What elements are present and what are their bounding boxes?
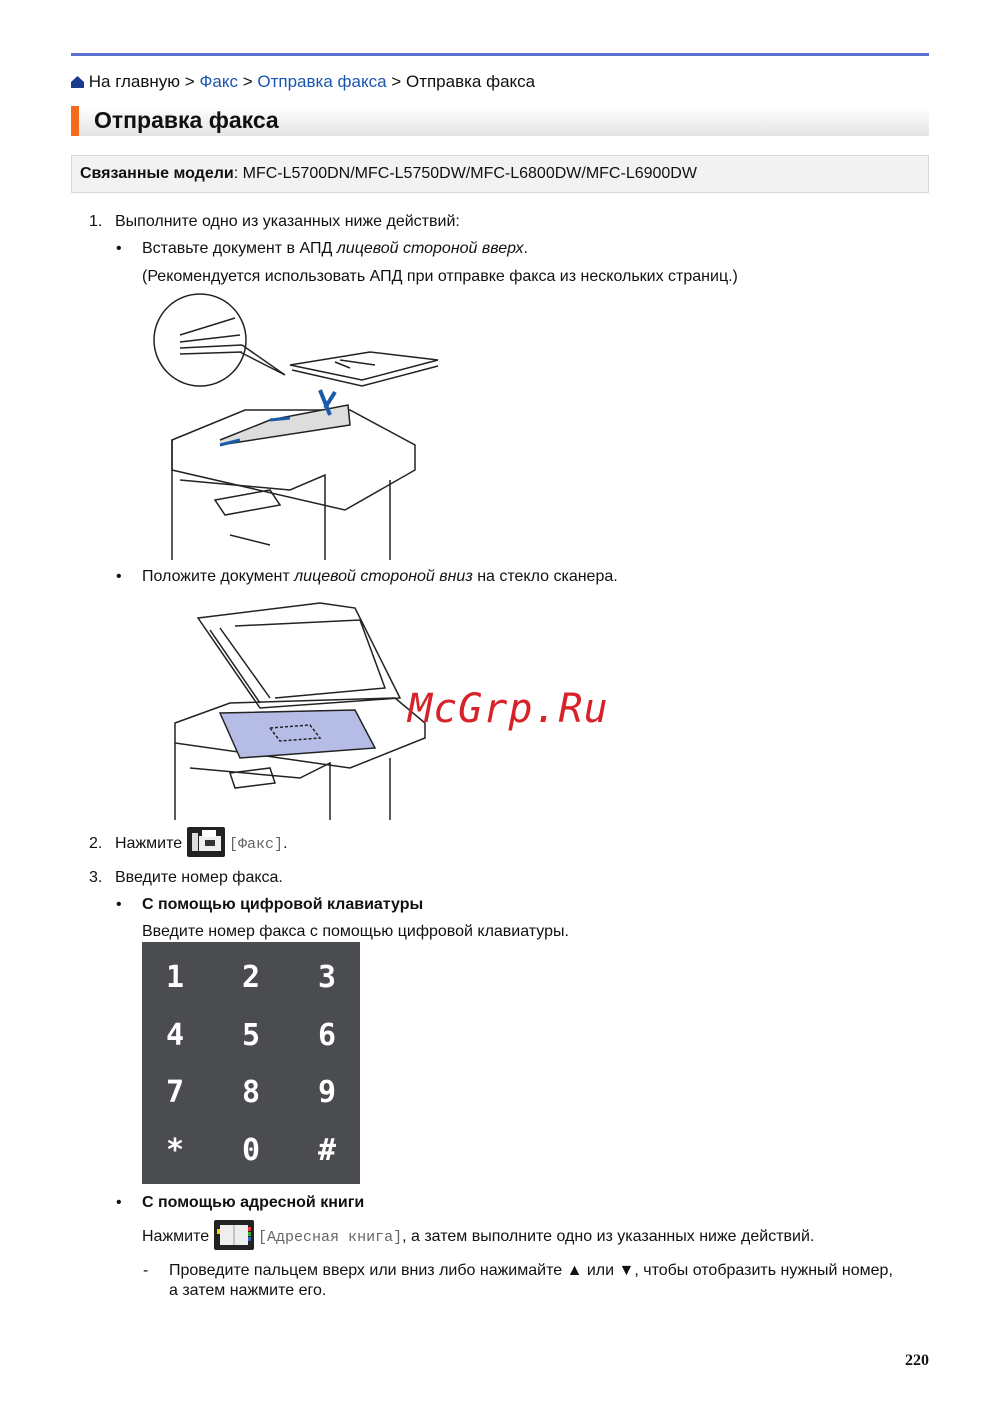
step2-line: Нажмите [Факс]. bbox=[115, 827, 288, 859]
breadcrumb-fax[interactable]: Факс bbox=[199, 72, 238, 91]
address-book-icon bbox=[213, 1220, 254, 1250]
breadcrumb-home[interactable]: На главную bbox=[88, 72, 181, 91]
fax-key-label: [Факс] bbox=[229, 836, 284, 854]
breadcrumb-send-fax[interactable]: Отправка факса bbox=[257, 72, 387, 91]
scanner-glass-illustration bbox=[174, 602, 426, 820]
key-star[interactable]: * bbox=[165, 1133, 185, 1168]
top-rule bbox=[71, 53, 929, 56]
address-book-line: Нажмите [Адресная книга], а затем выполн… bbox=[142, 1220, 814, 1252]
key-8[interactable]: 8 bbox=[241, 1075, 261, 1110]
breadcrumb-separator: > bbox=[242, 72, 253, 91]
title-bar bbox=[71, 106, 929, 136]
key-6[interactable]: 6 bbox=[317, 1018, 337, 1053]
step1-bullet2: Положите документ лицевой стороной вниз … bbox=[142, 568, 618, 585]
key-hash[interactable]: # bbox=[317, 1133, 337, 1168]
key-9[interactable]: 9 bbox=[317, 1075, 337, 1110]
related-models-box: Связанные модели: MFC-L5700DN/MFC-L5750D… bbox=[71, 155, 929, 193]
step3-text: Введите номер факса. bbox=[115, 869, 283, 886]
step2-number: 2. bbox=[89, 835, 103, 852]
models-colon: : bbox=[233, 165, 239, 182]
key-0[interactable]: 0 bbox=[241, 1133, 261, 1168]
step3-number: 3. bbox=[89, 869, 103, 886]
breadcrumb: На главную > Факс > Отправка факса > Отп… bbox=[71, 72, 535, 92]
key-1[interactable]: 1 bbox=[165, 960, 185, 995]
step1-bullet1-note: (Рекомендуется использовать АПД при отпр… bbox=[142, 268, 738, 285]
key-7[interactable]: 7 bbox=[165, 1075, 185, 1110]
page-title: Отправка факса bbox=[94, 107, 279, 133]
key-2[interactable]: 2 bbox=[241, 960, 261, 995]
dial-pad-heading: С помощью цифровой клавиатуры bbox=[142, 896, 424, 913]
watermark: McGrp.Ru bbox=[408, 686, 609, 732]
key-5[interactable]: 5 bbox=[241, 1018, 261, 1053]
models-label: Связанные модели bbox=[80, 165, 234, 182]
address-book-key-label: [Адресная книга] bbox=[258, 1229, 403, 1247]
dash: - bbox=[143, 1262, 149, 1279]
models-value: MFC-L5700DN/MFC-L5750DW/MFC-L6800DW/MFC-… bbox=[242, 165, 697, 182]
bullet: • bbox=[116, 568, 122, 585]
home-icon bbox=[71, 76, 84, 88]
address-book-heading: С помощью адресной книги bbox=[142, 1194, 365, 1211]
breadcrumb-separator: > bbox=[391, 72, 402, 91]
adf-illustration bbox=[153, 293, 439, 560]
dial-pad: 1 2 3 4 5 6 7 8 9 * 0 # bbox=[142, 942, 360, 1184]
scroll-instruction-line1: Проведите пальцем вверх или вниз либо на… bbox=[169, 1262, 893, 1279]
key-4[interactable]: 4 bbox=[165, 1018, 185, 1053]
bullet: • bbox=[116, 1194, 122, 1211]
title-accent bbox=[71, 106, 79, 136]
bullet: • bbox=[116, 240, 122, 257]
scroll-instruction-line2: а затем нажмите его. bbox=[169, 1282, 327, 1299]
key-3[interactable]: 3 bbox=[317, 960, 337, 995]
page-number: 220 bbox=[905, 1352, 929, 1369]
breadcrumb-current: Отправка факса bbox=[405, 72, 536, 91]
breadcrumb-separator: > bbox=[184, 72, 195, 91]
step1-number: 1. bbox=[89, 213, 103, 230]
fax-icon bbox=[186, 827, 225, 857]
dial-pad-text: Введите номер факса с помощью цифровой к… bbox=[142, 923, 569, 940]
bullet: • bbox=[116, 896, 122, 913]
step1-text: Выполните одно из указанных ниже действи… bbox=[115, 213, 460, 230]
step1-bullet1: Вставьте документ в АПД лицевой стороной… bbox=[142, 240, 528, 257]
